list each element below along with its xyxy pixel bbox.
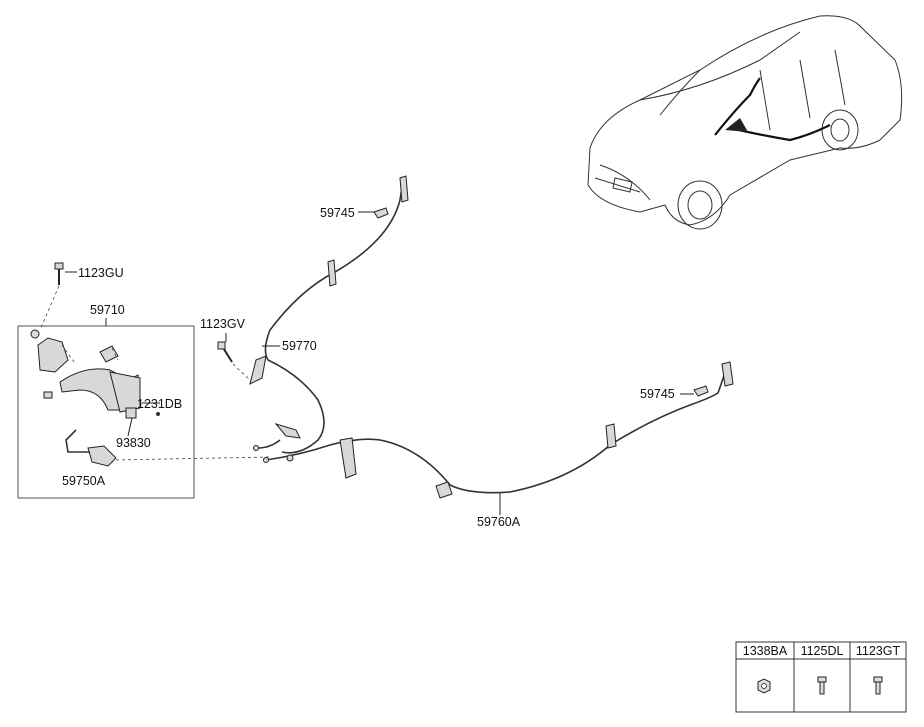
clip-59745-right xyxy=(693,385,709,397)
label-59745-right: 59745 xyxy=(640,387,675,401)
nut-icon xyxy=(757,678,771,694)
label-59745-top: 59745 xyxy=(320,206,355,220)
table-header-1338BA: 1338BA xyxy=(743,644,788,658)
table-header-1125DL: 1125DL xyxy=(801,644,844,658)
cable-59760A xyxy=(263,361,734,499)
bolt-1123GU xyxy=(39,262,64,331)
clip-59745-top xyxy=(373,207,389,219)
bolt-1123GV xyxy=(217,341,251,381)
screw-icon xyxy=(873,676,883,695)
table-header-1123GT: 1123GT xyxy=(856,644,901,658)
car-illustration xyxy=(587,15,903,230)
label-59750A: 59750A xyxy=(62,474,106,488)
label-59710: 59710 xyxy=(90,303,125,317)
label-1123GV: 1123GV xyxy=(200,317,246,331)
label-1123GU: 1123GU xyxy=(78,266,124,280)
parking-lever-assembly xyxy=(30,329,141,467)
cable-59770 xyxy=(249,175,409,454)
label-59770: 59770 xyxy=(282,339,317,353)
label-93830: 93830 xyxy=(116,436,151,450)
bolt-icon xyxy=(817,676,827,695)
label-59760A: 59760A xyxy=(477,515,521,529)
parts-table: 1338BA 1125DL 1123GT xyxy=(735,641,907,713)
label-1231DB: 1231DB xyxy=(137,397,182,411)
